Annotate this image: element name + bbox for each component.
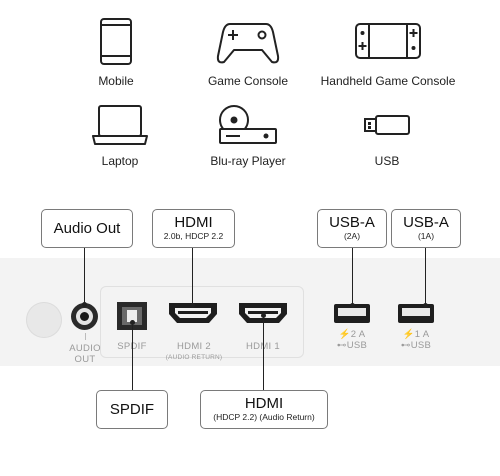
usb-drive-icon: [364, 115, 410, 135]
usb-a-1a-callout: USB-A (1A): [391, 209, 461, 248]
hdmi-port-group: [100, 286, 304, 358]
connector-dot: [190, 303, 195, 308]
usb-1a-port: [398, 304, 434, 323]
hdmi2-port: [169, 303, 217, 323]
laptop-icon: [92, 105, 148, 145]
audio-out-label-line2: OUT: [74, 354, 96, 365]
device-laptop: Laptop: [50, 104, 190, 168]
connector-dot: [350, 303, 355, 308]
hdmi2-sublabel: (AUDIO RETURN): [165, 354, 223, 361]
connector-dot: [423, 303, 428, 308]
hdmi-callout-bottom: HDMI (HDCP 2.2) (Audio Return): [200, 390, 328, 429]
callout-subtitle: (HDCP 2.2) (Audio Return): [213, 412, 315, 422]
spdif-port-label: SPDIF: [108, 341, 156, 352]
hdmi1-port-label: HDMI 1: [246, 341, 280, 352]
audio-out-callout: Audio Out: [41, 209, 133, 248]
blu-ray-player-icon: [219, 105, 277, 144]
callout-title: Audio Out: [53, 220, 121, 237]
callout-subtitle: (1A): [417, 231, 435, 241]
game-console-icon: [216, 23, 280, 64]
device-blu-ray: Blu-ray Player: [178, 104, 318, 168]
usb-1a-current: 1 A: [414, 329, 430, 340]
device-label: Handheld Game Console: [320, 74, 456, 88]
audio-out-label-line1: AUDIO: [69, 343, 101, 354]
callout-title: USB-A: [403, 214, 449, 231]
hdmi-callout-top: HDMI 2.0b, HDCP 2.2: [152, 209, 235, 248]
callout-subtitle: (2A): [343, 231, 361, 241]
callout-subtitle: 2.0b, HDCP 2.2: [163, 231, 224, 241]
connector-dot: [261, 313, 266, 318]
hdmi2-port-label: HDMI 2 (AUDIO RETURN): [154, 341, 234, 363]
usb-2a-label: USB: [346, 340, 368, 351]
connector-dot: [130, 320, 135, 325]
audio-out-port-label: AUDIO OUT: [64, 333, 106, 365]
usb-symbol-icon: ⊷: [336, 340, 347, 351]
mobile-icon: [100, 18, 132, 65]
spdif-callout: SPDIF: [96, 390, 168, 429]
usb-2a-current: 2 A: [350, 329, 366, 340]
device-label: Blu-ray Player: [210, 154, 286, 168]
connector-line: [192, 247, 193, 305]
device-handheld-console: Handheld Game Console: [318, 18, 458, 88]
callout-title: SPDIF: [109, 401, 155, 418]
connector-line: [263, 315, 264, 390]
audio-out-jack: [71, 303, 98, 330]
callout-title: HDMI: [244, 395, 284, 412]
device-usb: USB: [317, 104, 457, 168]
usb-a-2a-callout: USB-A (2A): [317, 209, 387, 248]
connector-line: [352, 247, 353, 305]
usb-symbol-icon: ⊷: [400, 340, 411, 351]
usb-2a-port-label: ⚡2 A ⊷USB: [326, 329, 378, 351]
hdmi2-label: HDMI 2: [177, 341, 211, 352]
usb-1a-label: USB: [410, 340, 432, 351]
usb-2a-port: [334, 304, 370, 323]
device-label: Mobile: [98, 74, 134, 88]
power-button[interactable]: [26, 302, 62, 338]
callout-title: USB-A: [329, 214, 375, 231]
bolt-icon: ⚡: [338, 329, 351, 340]
device-label: Laptop: [101, 154, 139, 168]
handheld-game-console-icon: [355, 23, 421, 59]
device-game-console: Game Console: [178, 18, 318, 88]
connector-dot: [82, 302, 87, 307]
connector-line: [425, 247, 426, 305]
device-label: Game Console: [207, 74, 289, 88]
usb-1a-port-label: ⚡1 A ⊷USB: [390, 329, 442, 351]
connector-line: [132, 322, 133, 390]
device-label: USB: [374, 154, 400, 168]
device-mobile: Mobile: [46, 18, 186, 88]
connector-line: [84, 247, 85, 304]
bolt-icon: ⚡: [402, 329, 415, 340]
callout-title: HDMI: [174, 214, 213, 231]
